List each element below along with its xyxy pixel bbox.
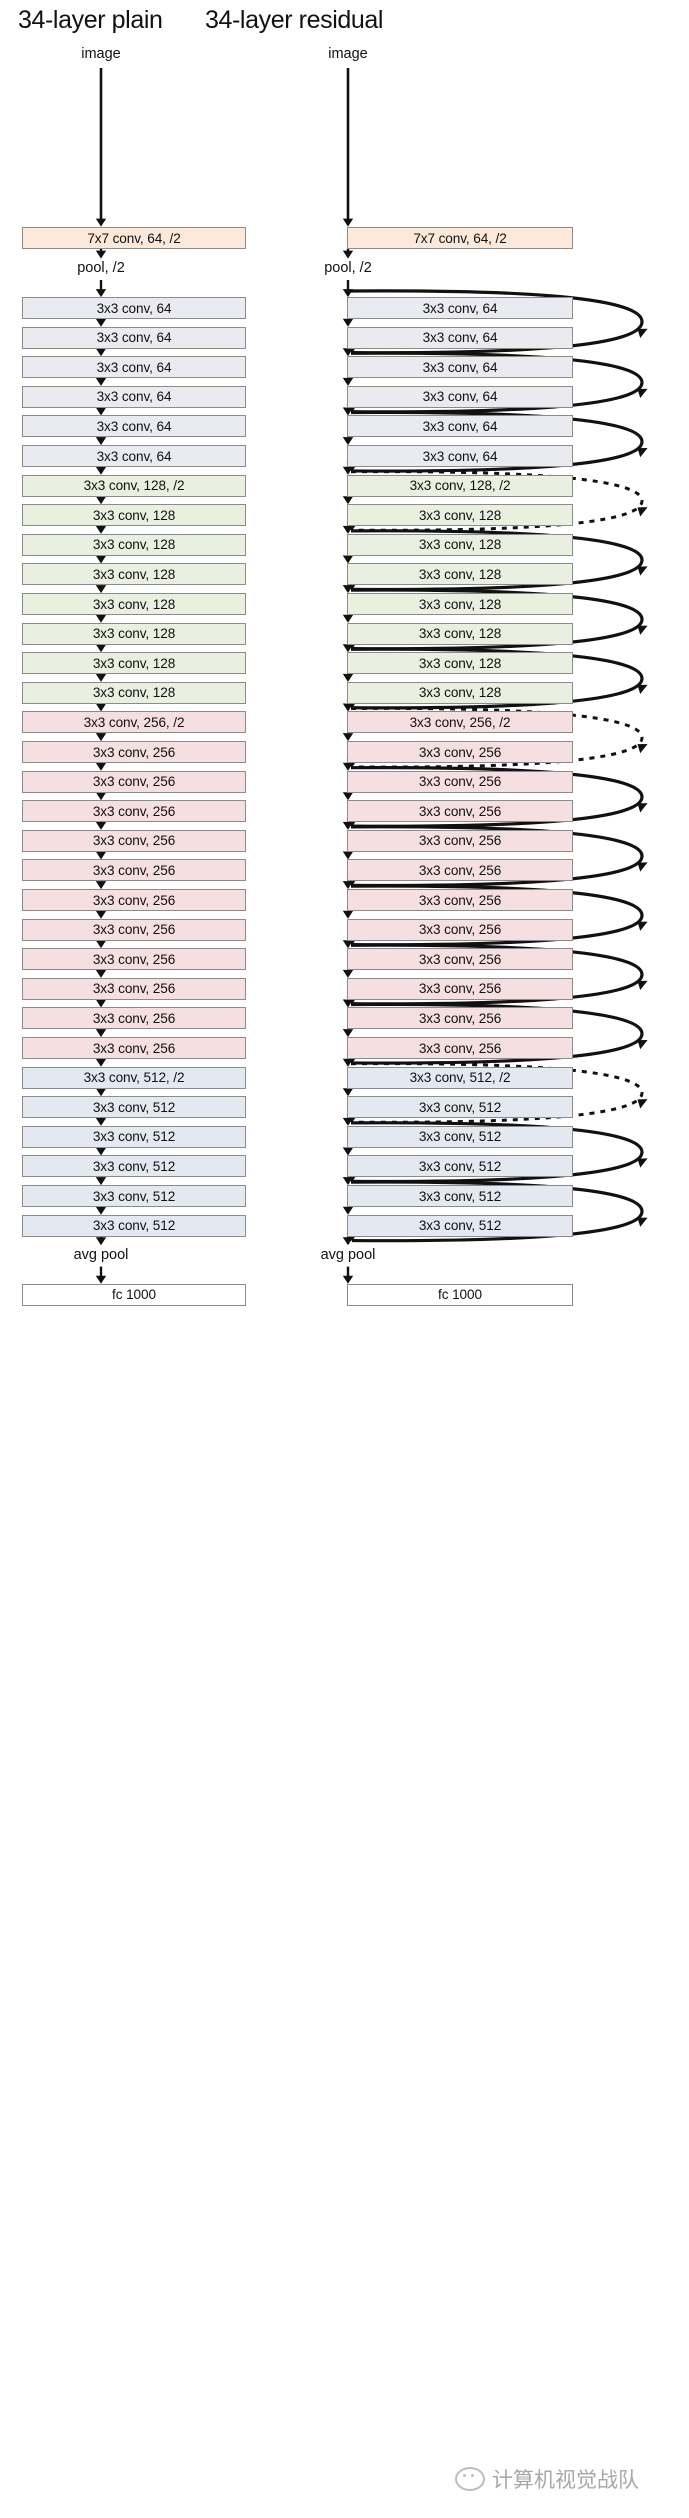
conv-box-residual-22: 3x3 conv, 256 xyxy=(347,948,573,971)
shortcut-arrowhead-15 xyxy=(637,1217,648,1227)
shortcut-arrowhead-5 xyxy=(637,625,648,635)
conv-box-plain-30: 3x3 conv, 512 xyxy=(22,1185,246,1207)
avgpool-label-residual: avg pool xyxy=(320,1246,376,1263)
conv-box-residual-15: 3x3 conv, 256 xyxy=(347,741,573,763)
conv-box-plain-19: 3x3 conv, 256 xyxy=(22,859,246,882)
shortcut-arrowhead-0 xyxy=(637,328,648,338)
conv-box-plain-22: 3x3 conv, 256 xyxy=(22,948,246,971)
conv-box-residual-8: 3x3 conv, 128 xyxy=(347,533,573,556)
conv-box-plain-2: 3x3 conv, 64 xyxy=(22,356,246,379)
conv-box-residual-25: 3x3 conv, 256 xyxy=(347,1037,573,1059)
conv-box-residual-27: 3x3 conv, 512 xyxy=(347,1096,573,1119)
shortcut-arrowhead-1 xyxy=(637,388,648,399)
pool-label-plain: pool, /2 xyxy=(77,260,125,276)
conv-box-plain-8: 3x3 conv, 128 xyxy=(22,533,246,556)
conv-box-plain-0: 3x3 conv, 64 xyxy=(22,297,246,319)
avgpool-label-plain: avg pool xyxy=(73,1246,129,1263)
shortcut-arrowhead-3 xyxy=(637,507,648,517)
input-label-plain: image xyxy=(81,46,121,62)
shortcut-arrowhead-7 xyxy=(637,743,648,754)
shortcut-arrowhead-14 xyxy=(637,1158,648,1168)
conv-box-plain-11: 3x3 conv, 128 xyxy=(22,622,246,645)
conv-box-residual-11: 3x3 conv, 128 xyxy=(347,622,573,645)
conv-box-plain-26: 3x3 conv, 512, /2 xyxy=(22,1066,246,1089)
fc-box-plain: fc 1000 xyxy=(22,1283,246,1306)
conv-box-residual-31: 3x3 conv, 512 xyxy=(347,1214,573,1237)
conv-box-residual-29: 3x3 conv, 512 xyxy=(347,1155,573,1178)
conv-box-residual-28: 3x3 conv, 512 xyxy=(347,1125,573,1148)
conv-box-residual-19: 3x3 conv, 256 xyxy=(347,859,573,882)
shortcut-arrowhead-6 xyxy=(637,684,648,695)
column-title-residual: 34-layer residual xyxy=(205,6,384,34)
conv-box-plain-4: 3x3 conv, 64 xyxy=(22,415,246,438)
shortcut-arrowhead-11 xyxy=(637,980,648,991)
conv-box-residual-26: 3x3 conv, 512, /2 xyxy=(347,1066,573,1089)
pool-label-residual: pool, /2 xyxy=(324,260,372,276)
shortcut-arrowhead-4 xyxy=(637,566,648,576)
conv-box-plain-1: 3x3 conv, 64 xyxy=(22,326,246,349)
conv-box-plain-28: 3x3 conv, 512 xyxy=(22,1125,246,1148)
conv-box-residual-14: 3x3 conv, 256, /2 xyxy=(347,711,573,734)
conv-box-residual-10: 3x3 conv, 128 xyxy=(347,593,573,615)
input-label-residual: image xyxy=(328,46,368,62)
fc-box-residual: fc 1000 xyxy=(347,1283,573,1306)
shortcut-arrowhead-2 xyxy=(637,447,648,458)
conv-box-plain-18: 3x3 conv, 256 xyxy=(22,829,246,852)
conv-box-residual-9: 3x3 conv, 128 xyxy=(347,563,573,586)
conv-box-plain-25: 3x3 conv, 256 xyxy=(22,1037,246,1059)
conv-box-plain-7: 3x3 conv, 128 xyxy=(22,504,246,527)
conv-box-residual-12: 3x3 conv, 128 xyxy=(347,652,573,675)
conv-box-plain-5: 3x3 conv, 64 xyxy=(22,445,246,467)
conv-box-plain-10: 3x3 conv, 128 xyxy=(22,593,246,615)
conv-box-plain-15: 3x3 conv, 256 xyxy=(22,741,246,763)
conv-box-residual-18: 3x3 conv, 256 xyxy=(347,829,573,852)
conv-box-residual-21: 3x3 conv, 256 xyxy=(347,918,573,941)
conv-box-plain-3: 3x3 conv, 64 xyxy=(22,385,246,408)
conv-box-residual-30: 3x3 conv, 512 xyxy=(347,1185,573,1207)
conv-box-plain-14: 3x3 conv, 256, /2 xyxy=(22,711,246,734)
shortcut-arrowhead-8 xyxy=(637,803,648,813)
stem-conv-box-plain: 7x7 conv, 64, /2 xyxy=(22,227,246,249)
column-title-plain: 34-layer plain xyxy=(18,6,163,34)
shortcut-arrowhead-12 xyxy=(637,1039,648,1050)
conv-box-residual-1: 3x3 conv, 64 xyxy=(347,326,573,349)
conv-box-residual-5: 3x3 conv, 64 xyxy=(347,445,573,467)
conv-box-residual-3: 3x3 conv, 64 xyxy=(347,385,573,408)
conv-box-residual-4: 3x3 conv, 64 xyxy=(347,415,573,438)
conv-box-plain-24: 3x3 conv, 256 xyxy=(22,1007,246,1030)
conv-box-residual-16: 3x3 conv, 256 xyxy=(347,770,573,793)
shortcut-arrowhead-13 xyxy=(637,1099,648,1109)
conv-box-plain-16: 3x3 conv, 256 xyxy=(22,770,246,793)
conv-box-residual-0: 3x3 conv, 64 xyxy=(347,297,573,319)
conv-box-plain-27: 3x3 conv, 512 xyxy=(22,1096,246,1119)
conv-box-plain-12: 3x3 conv, 128 xyxy=(22,652,246,675)
conv-box-plain-17: 3x3 conv, 256 xyxy=(22,800,246,823)
conv-box-plain-9: 3x3 conv, 128 xyxy=(22,563,246,586)
conv-box-plain-29: 3x3 conv, 512 xyxy=(22,1155,246,1178)
conv-box-residual-24: 3x3 conv, 256 xyxy=(347,1007,573,1030)
conv-box-plain-21: 3x3 conv, 256 xyxy=(22,918,246,941)
conv-box-residual-20: 3x3 conv, 256 xyxy=(347,889,573,911)
conv-box-residual-23: 3x3 conv, 256 xyxy=(347,977,573,1000)
conv-box-plain-31: 3x3 conv, 512 xyxy=(22,1214,246,1237)
conv-box-plain-23: 3x3 conv, 256 xyxy=(22,977,246,1000)
conv-box-residual-2: 3x3 conv, 64 xyxy=(347,356,573,379)
conv-box-residual-17: 3x3 conv, 256 xyxy=(347,800,573,823)
conv-box-plain-6: 3x3 conv, 128, /2 xyxy=(22,474,246,497)
watermark-text: 计算机视觉战队 xyxy=(492,2468,639,2492)
conv-box-residual-7: 3x3 conv, 128 xyxy=(347,504,573,527)
conv-box-residual-6: 3x3 conv, 128, /2 xyxy=(347,474,573,497)
conv-box-plain-13: 3x3 conv, 128 xyxy=(22,681,246,704)
conv-box-residual-13: 3x3 conv, 128 xyxy=(347,681,573,704)
stem-conv-box-residual: 7x7 conv, 64, /2 xyxy=(347,227,573,249)
conv-box-plain-20: 3x3 conv, 256 xyxy=(22,889,246,911)
shortcut-arrowhead-10 xyxy=(637,921,648,931)
shortcut-arrowhead-9 xyxy=(637,862,648,872)
wechat-face-icon xyxy=(455,2467,485,2491)
watermark: 计算机视觉战队 xyxy=(455,2464,639,2494)
